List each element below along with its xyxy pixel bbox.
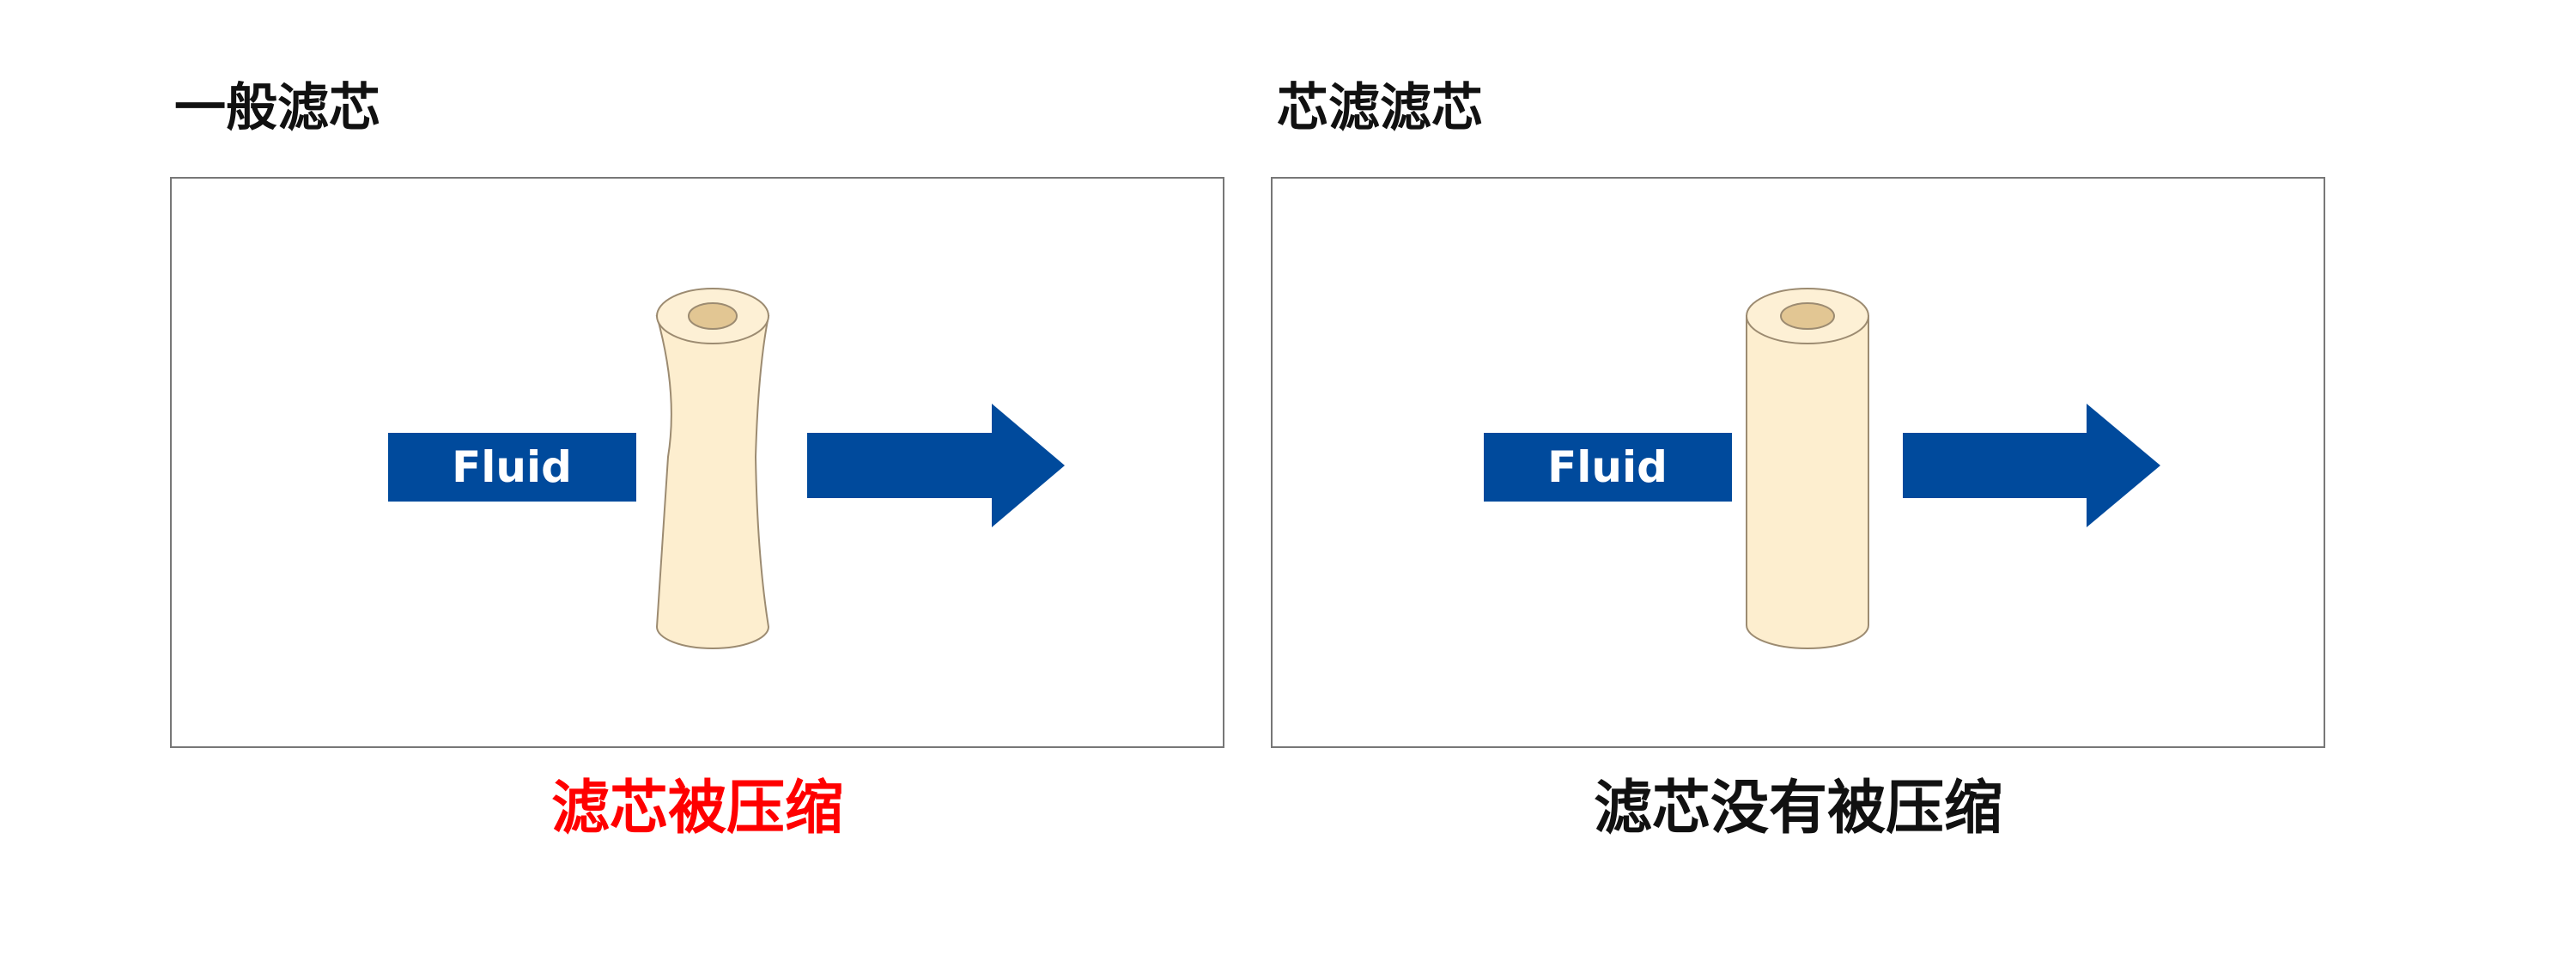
panel-standard-filter: Fluid (170, 177, 1224, 748)
panel-title-core-filter: 芯滤滤芯 (1277, 78, 1483, 138)
panel-core-filter: Fluid (1271, 177, 2325, 748)
caption-filter-not-compressed: 滤芯没有被压缩 (1593, 775, 2002, 842)
standard-filter-diagram: Fluid (388, 288, 1065, 649)
fluid-inlet-bar (388, 433, 636, 502)
fluid-outlet-arrow (1903, 404, 2160, 527)
compressed-filter-cartridge (655, 288, 770, 649)
panel-title-standard-filter: 一般滤芯 (174, 78, 380, 138)
fluid-outlet-arrow (807, 404, 1065, 527)
uncompressed-filter-cartridge (1746, 288, 1869, 649)
core-filter-diagram: Fluid (1484, 288, 2160, 649)
fluid-inlet-bar (1484, 433, 1732, 502)
fluid-label: Fluid (452, 442, 572, 492)
caption-filter-compressed: 滤芯被压缩 (550, 775, 843, 842)
fluid-label: Fluid (1547, 442, 1668, 492)
